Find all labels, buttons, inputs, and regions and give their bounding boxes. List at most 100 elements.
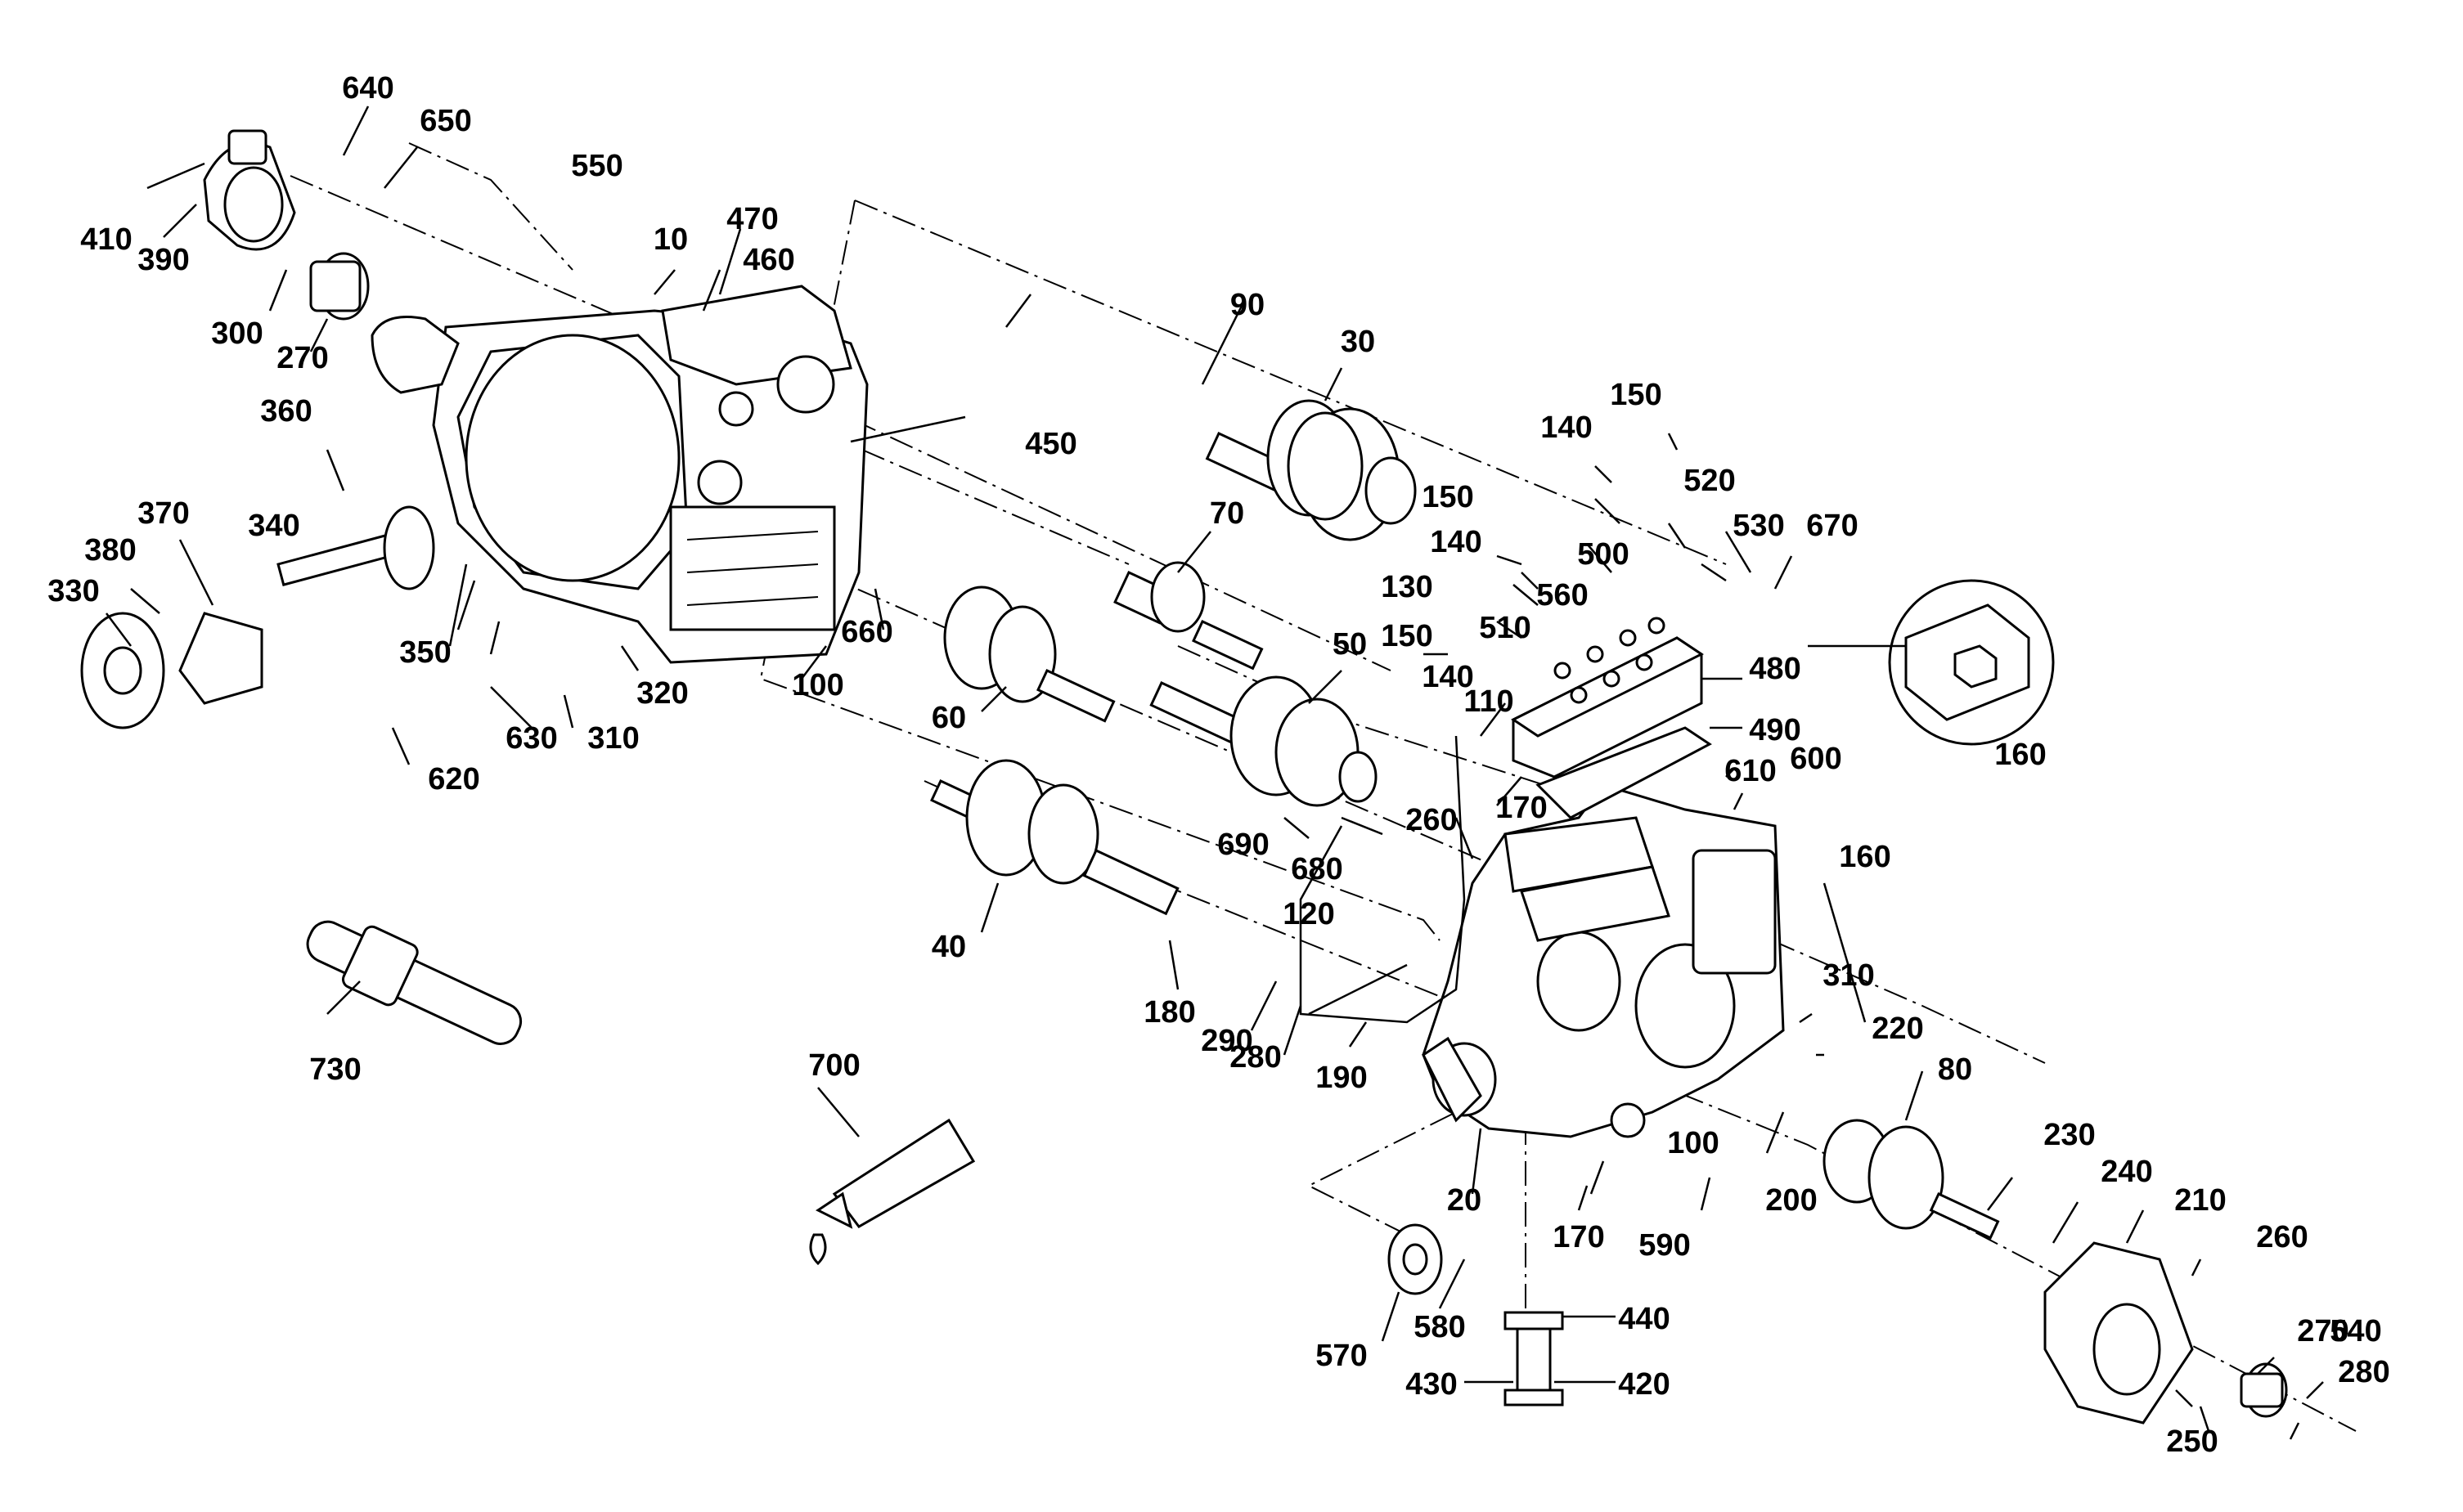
callout-labels: 10 20 30 40 50 60 70 80 90 100 100 110 1… (47, 71, 2389, 1459)
main-housing-10 (371, 285, 869, 664)
callout-630: 630 (506, 721, 557, 756)
callout-230: 230 (2043, 1118, 2095, 1152)
callout-570: 570 (1315, 1339, 1367, 1373)
callout-650: 650 (420, 104, 471, 138)
callout-80: 80 (1938, 1052, 1972, 1087)
output-shaft-80 (1823, 1119, 2000, 1240)
tool-730 (306, 920, 523, 1045)
callout-700: 700 (808, 1048, 860, 1083)
callout-30: 30 (1341, 325, 1375, 359)
callout-680: 680 (1291, 852, 1342, 886)
callout-320: 320 (636, 676, 688, 711)
callout-470: 470 (726, 202, 778, 236)
shaft-60 (943, 586, 1116, 723)
callout-120: 120 (1283, 897, 1334, 931)
callout-170-b: 170 (1553, 1220, 1604, 1254)
flange-330 (80, 612, 263, 729)
callout-510: 510 (1479, 611, 1530, 645)
filter-570 (1387, 1223, 1443, 1295)
callout-20: 20 (1447, 1183, 1481, 1218)
pipe-420 (1503, 1311, 1564, 1407)
shaft-50 (1149, 675, 1378, 807)
callout-150-b: 150 (1422, 480, 1473, 514)
callout-420: 420 (1618, 1367, 1670, 1402)
plug-160-detail (1808, 579, 2055, 746)
callout-250: 250 (2166, 1425, 2218, 1459)
callout-90: 90 (1230, 288, 1265, 322)
callout-590: 590 (1638, 1228, 1690, 1263)
callout-270-b: 270 (2297, 1314, 2348, 1348)
callout-270-a: 270 (276, 341, 328, 375)
valve-body-480 (1511, 617, 1712, 819)
callout-110: 110 (1463, 684, 1513, 719)
pipe-120 (1299, 735, 1466, 1024)
callout-220: 220 (1872, 1012, 1923, 1046)
flange-270-output (2240, 1362, 2288, 1418)
flange-270 (309, 252, 370, 321)
callout-140-a: 140 (1540, 411, 1592, 445)
callout-150-c: 150 (1381, 619, 1432, 653)
callout-350: 350 (399, 635, 451, 670)
callout-100-b: 100 (1667, 1126, 1719, 1160)
shaft-40 (930, 759, 1180, 916)
callout-580: 580 (1414, 1310, 1465, 1344)
gear-housing-20 (1422, 783, 1785, 1138)
callout-140-c: 140 (1422, 660, 1473, 694)
callout-550: 550 (571, 149, 622, 183)
housing-210 (2043, 1241, 2194, 1425)
callout-160-a: 160 (1994, 738, 2046, 772)
callout-670: 670 (1806, 509, 1858, 543)
callout-40: 40 (932, 930, 966, 964)
callout-70: 70 (1210, 496, 1244, 531)
callout-160-b: 160 (1839, 840, 1890, 874)
pump-390 (203, 129, 296, 251)
callout-620: 620 (428, 762, 479, 796)
callout-370: 370 (137, 496, 189, 531)
callout-260-b: 260 (2256, 1220, 2308, 1254)
callout-310-b: 310 (1823, 958, 1874, 993)
callout-520: 520 (1683, 464, 1735, 498)
callout-360: 360 (260, 394, 312, 428)
callout-730: 730 (309, 1052, 361, 1087)
callout-690: 690 (1217, 828, 1269, 862)
callout-150-a: 150 (1610, 378, 1661, 412)
callout-660: 660 (841, 615, 892, 649)
callout-280-a: 280 (1229, 1040, 1281, 1075)
callout-460: 460 (743, 243, 794, 277)
shaft-70 (1113, 561, 1264, 671)
callout-410: 410 (80, 222, 132, 257)
callout-500: 500 (1577, 537, 1629, 572)
callout-50: 50 (1333, 627, 1367, 662)
callout-310-a: 310 (587, 721, 639, 756)
shaft-340 (276, 505, 435, 590)
callout-480: 480 (1749, 652, 1800, 686)
callout-100-a: 100 (792, 668, 843, 702)
callout-290: 290 (1201, 1024, 1252, 1058)
tube-700 (809, 1118, 976, 1266)
callout-130: 130 (1381, 570, 1432, 604)
callout-190: 190 (1315, 1061, 1367, 1095)
callout-640: 640 (342, 71, 393, 105)
callout-180: 180 (1144, 995, 1195, 1030)
leader-lines (106, 105, 2324, 1440)
callout-170-a: 170 (1495, 791, 1547, 825)
callout-540: 540 (2330, 1314, 2381, 1348)
callout-300: 300 (211, 316, 263, 351)
callout-240: 240 (2101, 1155, 2152, 1189)
callout-430: 430 (1405, 1367, 1457, 1402)
callout-560: 560 (1536, 578, 1588, 612)
callout-380: 380 (84, 533, 136, 568)
callout-610: 610 (1724, 754, 1776, 788)
callout-450: 450 (1025, 427, 1076, 461)
valve-plate-490 (1535, 726, 1712, 819)
callout-200: 200 (1765, 1183, 1817, 1218)
callout-490: 490 (1749, 713, 1800, 747)
callout-330: 330 (47, 574, 99, 608)
callout-600: 600 (1790, 742, 1841, 776)
shaft-30 (1205, 399, 1417, 541)
callout-390: 390 (137, 243, 189, 277)
callout-260-a: 260 (1405, 803, 1457, 837)
callout-530: 530 (1733, 509, 1784, 543)
callout-340: 340 (248, 509, 299, 543)
